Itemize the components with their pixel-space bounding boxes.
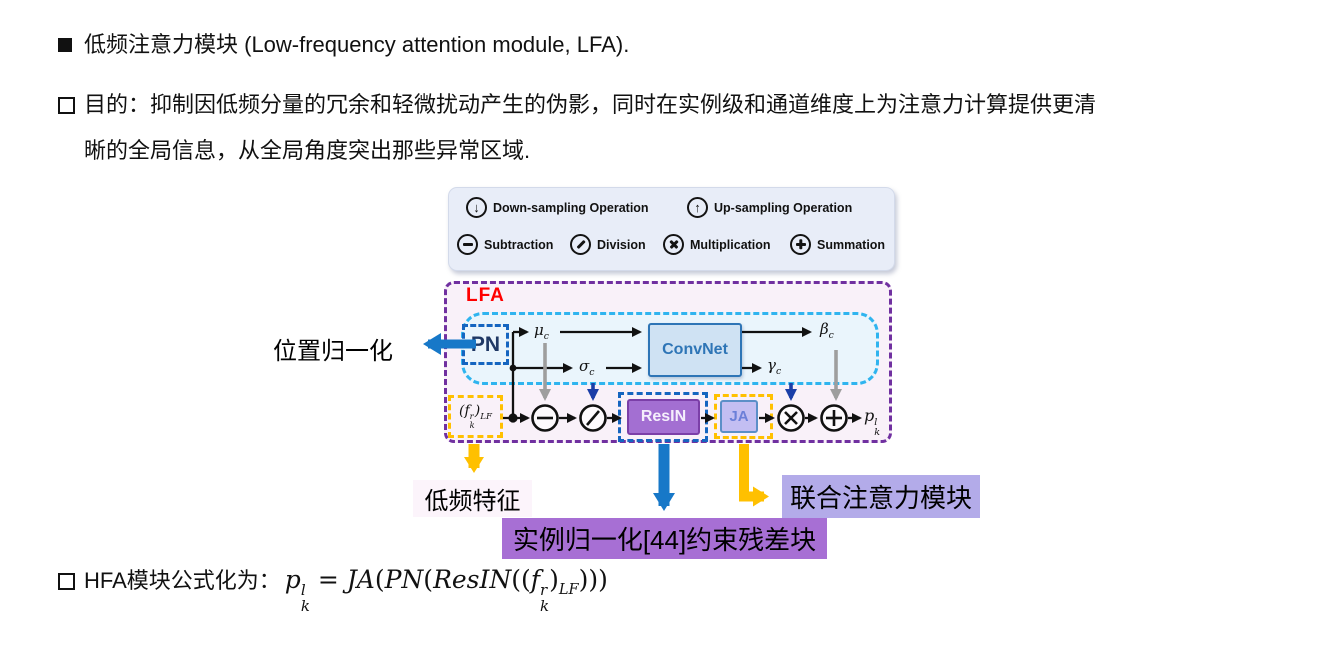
legend-item-multiplication: Multiplication <box>663 234 771 255</box>
pn-annotation: 位置归一化 <box>273 338 393 365</box>
legend-item-summation: Summation <box>790 234 885 255</box>
subtraction-icon <box>457 234 478 255</box>
bullet-square-filled-icon <box>58 38 72 52</box>
legend-item-down-sampling: ↓ Down-sampling Operation <box>466 197 649 218</box>
division-icon <box>570 234 591 255</box>
legend-label: Division <box>597 237 646 252</box>
legend-box: ↓ Down-sampling Operation ↑ Up-sampling … <box>448 187 895 271</box>
legend-label: Summation <box>817 237 886 252</box>
input-annotation: 低频特征 <box>413 480 532 517</box>
lfa-title: LFA <box>466 285 505 306</box>
down-arrow-glyph: ↓ <box>473 200 480 215</box>
resin-block: ResIN <box>627 399 700 435</box>
multiplication-icon <box>663 234 684 255</box>
bullet2-line1: 目的：抑制因低频分量的冗余和轻微扰动产生的伪影，同时在实例级和通道维度上为注意力… <box>84 92 1097 117</box>
bullet-square-hollow-icon <box>58 97 75 114</box>
ja-annotation: 联合注意力模块 <box>782 475 980 518</box>
bullet2-line2: 晰的全局信息，从全局角度突出那些异常区域. <box>84 138 531 163</box>
bullet-square-hollow-icon <box>58 573 75 590</box>
sigma-c-label: σc <box>579 357 595 378</box>
convnet-block: ConvNet <box>648 323 742 377</box>
up-arrow-glyph: ↑ <box>694 200 701 215</box>
bullet1-title: 低频注意力模块 (Low-frequency attention module,… <box>84 32 630 57</box>
legend-label: Subtraction <box>484 237 554 252</box>
legend-label: Down-sampling Operation <box>493 200 649 215</box>
formula-lead: HFA模块公式化为： <box>84 568 281 593</box>
legend-label: Multiplication <box>690 237 771 252</box>
resin-annotation: 实例归一化[44]约束残差块 <box>502 518 827 559</box>
beta-c-label: βc <box>820 320 834 341</box>
ja-callout-arrow <box>739 444 769 507</box>
down-sampling-icon: ↓ <box>466 197 487 218</box>
gamma-c-label: γc <box>767 356 782 377</box>
up-sampling-icon: ↑ <box>687 197 708 218</box>
legend-item-subtraction: Subtraction <box>457 234 553 255</box>
pn-block: PN <box>462 324 509 365</box>
legend-item-up-sampling: ↑ Up-sampling Operation <box>687 197 852 218</box>
summation-icon <box>790 234 811 255</box>
mu-c-label: μc <box>534 321 549 342</box>
legend-item-division: Division <box>570 234 646 255</box>
legend-label: Up-sampling Operation <box>714 200 853 215</box>
ja-block: JA <box>720 400 758 433</box>
